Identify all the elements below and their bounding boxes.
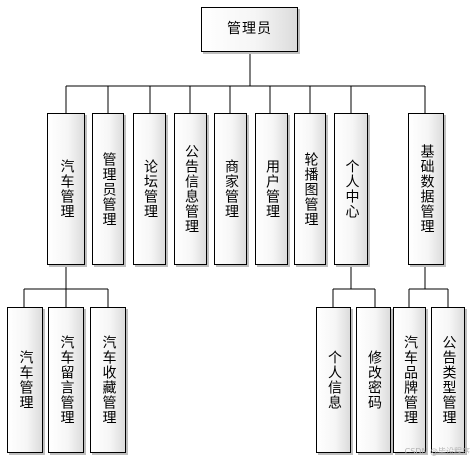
node-user-mgmt: 用户管理 — [255, 113, 288, 265]
node-label: 个人中心 — [343, 159, 360, 219]
node-base-data-mgmt: 基础数据管理 — [408, 113, 444, 265]
node-label: 汽车管理 — [58, 159, 75, 219]
node-label: 个人信息 — [326, 350, 342, 410]
node-car-mgmt: 汽车管理 — [47, 113, 85, 265]
node-notice-mgmt: 公告信息管理 — [174, 113, 207, 265]
node-label: 汽车管理 — [17, 350, 34, 410]
node-car-brand-mgmt: 汽车品牌管理 — [393, 307, 426, 453]
node-label: 轮播图管理 — [302, 151, 319, 227]
node-admin-mgmt: 管理员管理 — [92, 113, 124, 265]
node-label: 管理员管理 — [100, 151, 117, 227]
node-label: 论坛管理 — [142, 159, 158, 219]
node-label: 公告类型管理 — [440, 335, 457, 425]
node-label: 汽车收藏管理 — [100, 335, 117, 425]
node-label: 汽车留言管理 — [58, 335, 75, 425]
node-merchant-mgmt: 商家管理 — [214, 113, 247, 265]
node-label: 基础数据管理 — [418, 144, 435, 234]
node-label: 汽车品牌管理 — [402, 335, 418, 425]
node-personal-info: 个人信息 — [316, 307, 351, 453]
root-node-admin: 管理员 — [201, 7, 298, 52]
node-personal-center: 个人中心 — [334, 113, 368, 265]
node-label: 公告信息管理 — [183, 144, 199, 234]
root-node-label: 管理员 — [227, 21, 272, 37]
node-forum-mgmt: 论坛管理 — [133, 113, 166, 265]
node-car-mgmt-sub: 汽车管理 — [7, 307, 43, 453]
node-label: 商家管理 — [223, 159, 239, 219]
node-notice-type-mgmt: 公告类型管理 — [431, 307, 465, 453]
node-carousel-mgmt: 轮播图管理 — [294, 113, 326, 265]
watermark: CSDN @毕设程序 — [404, 447, 470, 456]
node-label: 修改密码 — [366, 350, 382, 410]
node-change-password: 修改密码 — [356, 307, 391, 453]
node-label: 用户管理 — [264, 159, 280, 219]
node-car-msg-mgmt: 汽车留言管理 — [48, 307, 84, 453]
node-car-fav-mgmt: 汽车收藏管理 — [90, 307, 126, 453]
